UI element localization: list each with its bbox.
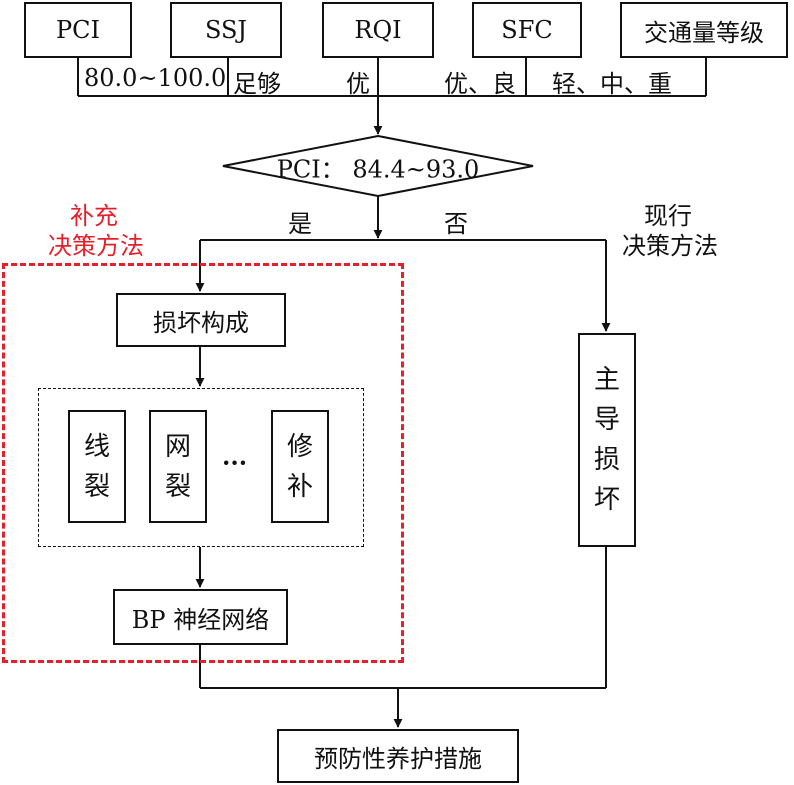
pci-label: PCI: [56, 16, 100, 44]
rqi-box: RQI: [322, 2, 434, 58]
damage-type-label: 修补: [286, 431, 313, 502]
bp-network-label: BP 神经网络: [131, 605, 270, 634]
supplement-method-region: [2, 263, 404, 663]
criterion-pci: 80.0~100.0: [84, 64, 227, 92]
damage-composition-label: 损坏构成: [153, 308, 249, 337]
damage-type-label: 线裂: [83, 431, 110, 502]
rqi-label: RQI: [354, 16, 402, 44]
ssj-box: SSJ: [170, 2, 282, 58]
sfc-box: SFC: [472, 2, 582, 58]
criterion-sfc: 优、良: [444, 70, 516, 98]
sfc-label: SFC: [501, 16, 553, 44]
damage-type-linear-crack: 线裂: [68, 410, 126, 523]
traffic-level-label: 交通量等级: [644, 18, 764, 47]
bp-network-box: BP 神经网络: [113, 589, 288, 645]
main-damage-label: 主导损坏: [593, 365, 620, 515]
ssj-label: SSJ: [204, 16, 248, 44]
preventive-measures-box: 预防性养护措施: [277, 729, 519, 783]
damage-type-label: 网裂: [164, 431, 191, 502]
ellipsis: ···: [222, 448, 248, 477]
damage-composition-box: 损坏构成: [116, 293, 286, 347]
supplement-title-line2: 决策方法: [48, 232, 144, 260]
no-label: 否: [444, 210, 468, 238]
damage-type-map-crack: 网裂: [149, 410, 207, 523]
decision-label: PCI： 84.4~93.0: [276, 155, 480, 184]
supplement-title-line1: 补充: [70, 202, 118, 230]
criterion-traffic: 轻、中、重: [552, 70, 672, 98]
yes-label: 是: [288, 210, 312, 238]
criterion-rqi: 优: [346, 70, 370, 98]
damage-types-group: [38, 388, 364, 547]
main-damage-box: 主导损坏: [578, 333, 636, 547]
decision-diamond: [222, 134, 534, 198]
traffic-level-box: 交通量等级: [620, 2, 788, 58]
current-title-line1: 现行: [644, 202, 692, 230]
damage-type-patch: 修补: [271, 410, 329, 523]
preventive-measures-label: 预防性养护措施: [314, 744, 482, 773]
current-title-line2: 决策方法: [622, 232, 718, 260]
pci-box: PCI: [24, 2, 132, 58]
criterion-ssj: 足够: [233, 70, 281, 98]
